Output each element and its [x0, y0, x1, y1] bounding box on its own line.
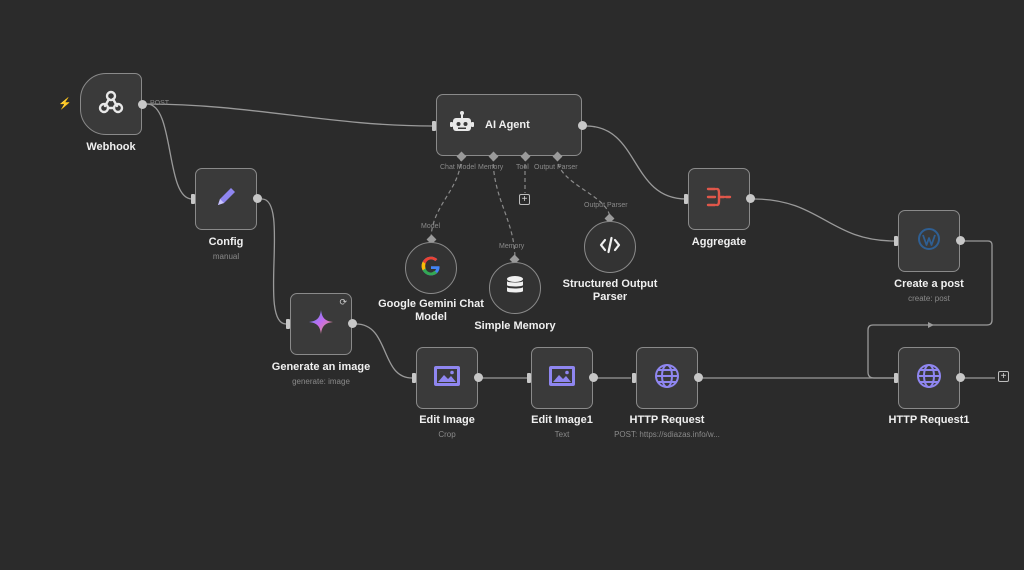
config-node[interactable]: [195, 168, 257, 230]
edge-config-generate: [261, 198, 287, 325]
ai-agent-port-label-parser: Output Parser: [534, 164, 578, 171]
edit-image1-sublabel: Text: [554, 430, 570, 439]
ai-agent-port-label-tool: Tool: [516, 164, 529, 171]
generate-image-output-port[interactable]: [348, 319, 357, 328]
create-post-output-port[interactable]: [956, 236, 965, 245]
edge-aggregate-createpost: [753, 198, 895, 242]
pencil-icon: [212, 183, 240, 216]
parser-connection-label: Output Parser: [584, 202, 628, 209]
generate-image-input-port[interactable]: [286, 319, 290, 329]
webhook-label: Webhook: [86, 141, 136, 153]
http-request-sublabel: POST: https://sdiazas.info/w...: [614, 430, 720, 439]
aggregate-input-port[interactable]: [684, 194, 688, 204]
edit-image-label: Edit Image: [419, 414, 475, 426]
node-status-icon: ⟳: [339, 297, 347, 307]
structured-output-parser-label: Structured Output Parser: [562, 278, 658, 303]
config-label: Config: [208, 236, 244, 248]
simple-memory-node[interactable]: [489, 262, 541, 314]
google-icon: [421, 256, 441, 281]
gemini-sparkle-icon: [307, 308, 335, 341]
add-tool-button[interactable]: +: [519, 194, 530, 205]
webhook-node[interactable]: [80, 73, 142, 135]
http-request-node[interactable]: [636, 347, 698, 409]
robot-icon: [449, 110, 475, 141]
memory-connection-label: Memory: [499, 243, 525, 250]
edge-agent-aggregate: [585, 125, 687, 200]
config-output-port[interactable]: [253, 194, 262, 203]
edit-image-node[interactable]: [416, 347, 478, 409]
image-icon: [433, 365, 461, 392]
ai-agent-node[interactable]: AI Agent: [436, 94, 582, 156]
http-request-output-port[interactable]: [694, 373, 703, 382]
ai-agent-port-label-memory: Memory: [478, 164, 504, 171]
http-request1-node[interactable]: [898, 347, 960, 409]
database-icon: [505, 275, 525, 302]
arrow-head-createpost-loop: [928, 322, 934, 328]
generate-image-node[interactable]: ⟳: [290, 293, 352, 355]
webhook-port-label: POST: [150, 100, 170, 107]
webhook-output-port[interactable]: [138, 100, 147, 109]
webhook-icon: [96, 87, 126, 122]
create-post-label: Create a post: [894, 278, 964, 290]
http-request1-input-port[interactable]: [894, 373, 898, 383]
aggregate-output-port[interactable]: [746, 194, 755, 203]
config-sublabel: manual: [212, 252, 240, 261]
simple-memory-label: Simple Memory: [474, 320, 556, 332]
aggregate-node[interactable]: [688, 168, 750, 230]
create-post-sublabel: create: post: [908, 294, 950, 303]
edge-webhook-config: [146, 103, 193, 200]
wordpress-icon: [917, 227, 941, 256]
gemini-connection-label: Model: [421, 223, 441, 230]
structured-output-parser-node[interactable]: [584, 221, 636, 273]
http-request-label: HTTP Request: [629, 414, 705, 426]
create-post-node[interactable]: [898, 210, 960, 272]
aggregate-label: Aggregate: [691, 236, 747, 248]
edit-image-input-port[interactable]: [412, 373, 416, 383]
globe-icon: [916, 363, 942, 394]
edit-image1-label: Edit Image1: [531, 414, 593, 426]
http-request-input-port[interactable]: [632, 373, 636, 383]
image-icon: [548, 365, 576, 392]
generate-image-sublabel: generate: image: [292, 377, 350, 386]
ai-agent-label: AI Agent: [485, 119, 530, 131]
create-post-input-port[interactable]: [894, 236, 898, 246]
edit-image1-node[interactable]: [531, 347, 593, 409]
edit-image1-input-port[interactable]: [527, 373, 531, 383]
gemini-chat-model-label: Google Gemini Chat Model: [378, 298, 484, 323]
aggregate-icon: [705, 185, 733, 214]
ai-agent-output-port[interactable]: [578, 121, 587, 130]
http-request1-label: HTTP Request1: [888, 414, 970, 426]
code-icon: [599, 236, 621, 259]
edit-image-output-port[interactable]: [474, 373, 483, 382]
ai-agent-port-label-chat-model: Chat Model: [440, 164, 476, 171]
http-request1-output-port[interactable]: [956, 373, 965, 382]
webhook-trigger-bolt: ⚡: [58, 98, 72, 110]
generate-image-label: Generate an image: [271, 361, 371, 373]
ai-agent-input-port[interactable]: [432, 121, 436, 131]
gemini-chat-model-node[interactable]: [405, 242, 457, 294]
edge-webhook-agent: [146, 103, 433, 127]
edit-image-sublabel: Crop: [438, 430, 456, 439]
edit-image1-output-port[interactable]: [589, 373, 598, 382]
add-node-button[interactable]: +: [998, 371, 1009, 382]
globe-icon: [654, 363, 680, 394]
config-input-port[interactable]: [191, 194, 195, 204]
